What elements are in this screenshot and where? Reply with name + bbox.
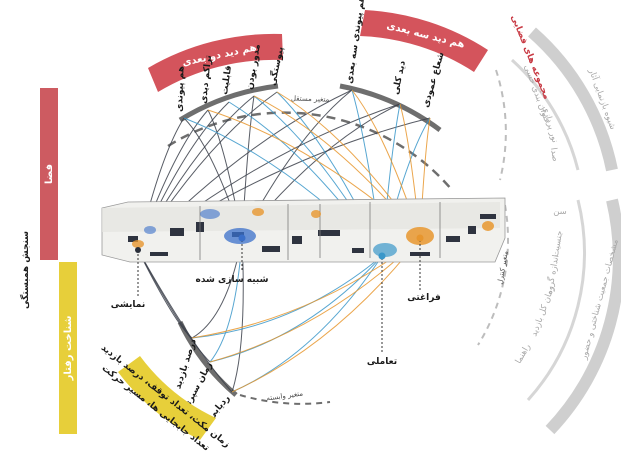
node-3d-connectivity: هم پیوندی سه بعدی (345, 0, 367, 84)
independent-variable-label: متغیر مستقل (291, 94, 330, 103)
behavior-banner (118, 356, 216, 440)
link-bottom-1 (137, 249, 211, 363)
behavior-bar-label: شناخت رفتار (63, 315, 74, 381)
space-bar (40, 88, 58, 260)
link-bottom-6 (191, 255, 383, 339)
three-d-banner (360, 10, 488, 72)
floor-label-interactive: تعاملی (367, 357, 397, 367)
two-d-banner (148, 33, 283, 92)
floor-label-simulated: شبیه سازی شده (196, 275, 269, 285)
node-dot-display (135, 247, 141, 253)
space-bar-label: فضا (44, 164, 55, 184)
behavior-bar (59, 262, 77, 434)
node-vertical-radius: شعاع عمودی (421, 51, 446, 109)
group-top-item-3: صدا (548, 147, 560, 162)
link-bottom-11 (231, 237, 421, 393)
floor-plan (101, 197, 506, 263)
group-bottom-item-2: جنسیت (551, 230, 565, 258)
group-bottom-item-4: زمان کل بازدید (529, 285, 557, 338)
right-panel-arcs (477, 27, 621, 435)
floor-label-leisure: فراغتی (407, 293, 441, 303)
diagram-title: سنجش همبستگی (19, 231, 31, 309)
floor-label-display: نمایشی (111, 300, 145, 310)
node-dot-simulated (238, 234, 246, 242)
node-dot-leisure (416, 234, 424, 242)
node-dot-interactive (378, 252, 386, 260)
link-bottom-7 (209, 255, 383, 363)
link-bottom-2 (137, 249, 233, 393)
node-total-view: دید کلی (391, 60, 408, 96)
group-bottom-item-1: سن (553, 207, 567, 217)
dependent-variable-label: متغیر وابسته (266, 389, 304, 402)
group-bottom-item-5: راهنما (514, 342, 533, 365)
floor-nodes (137, 240, 421, 352)
node-connectivity: هم پیوندی (175, 66, 187, 112)
node-capability: قابلیت (220, 65, 234, 96)
